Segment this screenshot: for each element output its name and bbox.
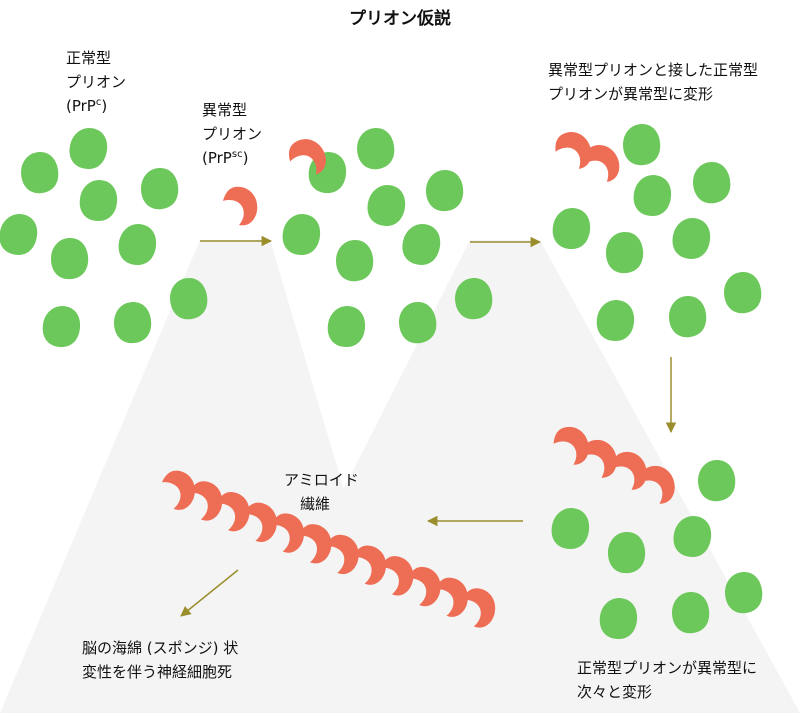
normal-prion [327,306,366,348]
label-normal-prion: 正常型 プリオン (PrPc) [66,49,127,115]
abnormal-prion [555,132,592,169]
normal-prion [607,532,646,574]
normal-prion [724,272,762,314]
abnormal-prion [243,502,277,543]
abnormal-prion [223,186,258,226]
normal-prion [357,128,395,170]
normal-prion [551,508,590,549]
normal-prion [725,572,763,614]
abnormal-prion [189,481,223,521]
abnormal-prion [380,556,414,596]
label-amyloid-fiber: アミロイド 繊維 [284,471,359,513]
normal-prion [671,592,710,634]
abnormal-prion [298,524,332,564]
normal-prion [69,128,108,169]
normal-prion [455,278,493,320]
abnormal-prion [271,513,304,553]
normal-prion [672,218,711,259]
normal-prion [335,240,374,282]
normal-prion [693,162,731,204]
normal-prion [599,598,638,640]
normal-prion [79,180,118,222]
normal-prion [552,208,591,250]
abnormal-prion [216,491,250,532]
abnormal-prion [288,139,326,175]
normal-prion [50,238,89,280]
abnormal-prion [325,534,359,575]
label-abnormal-prion: 異常型 プリオン (PrPsc) [202,101,263,167]
normal-prion [673,516,712,557]
normal-prion [140,168,179,210]
label-neuronal-death: 脳の海綿 (スポンジ) 状 変性を伴う神経細胞死 [82,639,239,681]
normal-prion [0,214,38,255]
abnormal-prion [639,465,675,504]
diagram-title: プリオン仮説 [349,9,451,29]
arrow-step-5 [180,569,239,617]
label-contact-transform: 異常型プリオンと接した正常型 プリオンが異常型に変形 [548,61,759,103]
normal-prion [113,302,152,344]
abnormal-prion [407,566,441,607]
abnormal-prion [553,426,589,465]
normal-prion [367,185,406,226]
normal-prion [21,152,59,194]
abnormal-prion [434,577,468,617]
normal-prion [596,300,635,342]
normal-prion [42,306,81,348]
normal-prion [399,302,437,344]
abnormal-prion [462,588,496,628]
abnormal-prion [611,451,647,490]
normal-prion [282,214,321,255]
normal-prion [697,460,736,502]
abnormal-prion [161,470,195,510]
normal-prion [668,296,707,338]
normal-prion [425,170,464,212]
normal-prion [605,232,644,274]
abnormal-prion [353,545,386,585]
abnormal-prion [583,145,620,182]
label-chain-transform: 正常型プリオンが異常型に 次々と変形 [577,659,758,701]
normal-prion [170,278,208,320]
abnormal-prion [581,439,617,478]
normal-prion [402,224,441,265]
normal-prion [118,224,157,265]
normal-prion [622,124,661,166]
normal-prion [633,175,672,216]
